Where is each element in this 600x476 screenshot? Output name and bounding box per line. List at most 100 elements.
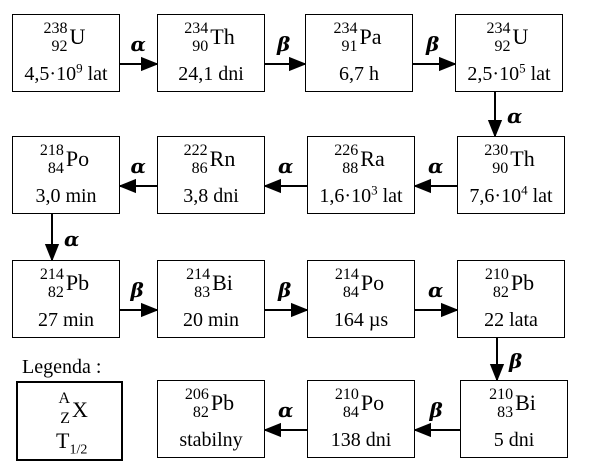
nuclide-notation: 210 82 Pb [458, 267, 564, 303]
legend-title: Legenda : [22, 356, 102, 378]
half-life: stabilny [158, 429, 264, 451]
half-life: 1,6·103 lat [308, 182, 414, 207]
half-life: 27 min [13, 309, 119, 331]
mass-number: 226 [334, 142, 359, 159]
mass-number: 222 [183, 142, 208, 159]
half-life: 164 µs [308, 309, 414, 331]
half-life-unit: lat [82, 63, 108, 85]
atomic-number: 88 [342, 160, 359, 177]
mass-number: 210 [484, 266, 509, 283]
nuclide-notation: 222 86 Rn [158, 143, 264, 179]
decay-label-th234-pa234: β [277, 32, 291, 56]
half-life: 24,1 dni [158, 63, 264, 85]
half-life-exponent: 9 [76, 60, 83, 76]
half-life-value: 7,6·10 [469, 185, 522, 207]
nuclide-notation: 234 90 Th [158, 21, 264, 57]
element-symbol: Ra [360, 146, 385, 171]
half-life-value: 164 µs [333, 309, 389, 331]
element-symbol: Pb [210, 390, 235, 415]
decay-label-u238-th234: α [130, 32, 146, 56]
half-life: 6,7 h [306, 63, 412, 85]
half-life-value: 27 min [37, 309, 95, 331]
half-life-exponent: 3 [371, 182, 378, 198]
half-life: 22 lata [458, 309, 564, 331]
atomic-number: 92 [51, 38, 68, 55]
nuclide-notation: 214 82 Pb [13, 267, 119, 303]
half-life-value: 138 dni [330, 429, 392, 451]
atomic-number: 84 [342, 284, 359, 301]
atomic-number: 90 [192, 38, 209, 55]
atomic-number: 86 [191, 160, 208, 177]
half-life-exponent: 5 [519, 60, 526, 76]
nuclide-notation: 214 83 Bi [158, 267, 264, 303]
half-life-value: stabilny [179, 429, 243, 451]
half-life-value: 2,5·10 [467, 63, 520, 85]
nuclide-box-ra226: 226 88 Ra 1,6·103 lat [307, 136, 415, 214]
decay-label-th230-ra226: α [428, 154, 444, 178]
nuclide-box-th234: 234 90 Th 24,1 dni [157, 14, 265, 92]
half-life: 138 dni [308, 429, 414, 451]
mass-number: 210 [334, 386, 359, 403]
nuclide-box-po210: 210 84 Po 138 dni [307, 380, 415, 458]
half-life: 3,8 dni [158, 185, 264, 207]
half-life-value: 1,6·10 [319, 185, 372, 207]
mass-number: 218 [39, 142, 64, 159]
mass-number: 230 [484, 142, 509, 159]
atomic-number: 82 [192, 404, 209, 421]
legend-atomic-symbol: Z [60, 410, 70, 427]
decay-label-pb210-bi210: β [509, 349, 523, 373]
element-symbol: Po [360, 270, 385, 295]
mass-number: 238 [43, 20, 68, 37]
atomic-number: 90 [492, 160, 509, 177]
half-life: 7,6·104 lat [458, 182, 564, 207]
half-life-value: 20 min [182, 309, 240, 331]
element-symbol: Th [210, 24, 235, 49]
decay-label-bi214-po214: β [278, 278, 292, 302]
element-symbol: Rn [209, 146, 236, 171]
half-life: 20 min [158, 309, 264, 331]
half-life-value: 24,1 dni [178, 63, 244, 85]
element-symbol: Bi [212, 270, 233, 295]
nuclide-box-bi210: 210 83 Bi 5 dni [460, 380, 568, 458]
nuclide-box-bi214: 214 83 Bi 20 min [157, 260, 265, 338]
half-life-value: 3,0 min [35, 185, 97, 207]
mass-number: 214 [334, 266, 359, 283]
nuclide-notation: 218 84 Po [13, 143, 119, 179]
element-symbol: Pb [65, 270, 90, 295]
decay-label-ra226-rn222: α [278, 154, 294, 178]
mass-number: 206 [184, 386, 209, 403]
nuclide-box-po214: 214 84 Po 164 µs [307, 260, 415, 338]
nuclide-box-th230: 230 90 Th 7,6·104 lat [457, 136, 565, 214]
nuclide-box-rn222: 222 86 Rn 3,8 dni [157, 136, 265, 214]
half-life-unit: lat [525, 63, 551, 85]
half-life-value: 4,5·10 [24, 63, 77, 85]
nuclide-notation: 238 92 U [13, 21, 119, 57]
element-symbol: Th [510, 146, 535, 171]
element-symbol: U [512, 24, 529, 49]
decay-label-po214-pb210: α [428, 278, 444, 302]
half-life: 3,0 min [13, 185, 119, 207]
legend-element-symbol: X [72, 397, 88, 422]
decay-label-pb214-bi214: β [130, 278, 144, 302]
decay-label-pa234-u234: β [426, 32, 440, 56]
nuclide-notation: 210 83 Bi [461, 387, 567, 423]
nuclide-notation: 234 92 U [456, 21, 562, 57]
half-life: 4,5·109 lat [13, 60, 119, 85]
nuclide-box-pb214: 214 82 Pb 27 min [12, 260, 120, 338]
nuclide-notation: 226 88 Ra [308, 143, 414, 179]
atomic-number: 92 [494, 38, 511, 55]
nuclide-box-po218: 218 84 Po 3,0 min [12, 136, 120, 214]
half-life: 2,5·105 lat [456, 60, 562, 85]
legend-half-life-symbol: T [56, 428, 70, 453]
half-life-exponent: 4 [521, 182, 528, 198]
nuclide-box-pb206: 206 82 Pb stabilny [157, 380, 265, 458]
atomic-number: 91 [341, 38, 358, 55]
nuclide-box-u234: 234 92 U 2,5·105 lat [455, 14, 563, 92]
legend-box: A Z X T1/2 [16, 381, 123, 461]
nuclide-notation: 230 90 Th [458, 143, 564, 179]
legend-half-life-sub: 1/2 [69, 442, 88, 458]
half-life-value: 5 dni [493, 429, 535, 451]
decay-label-u234-th230: α [507, 104, 523, 128]
legend-mass-symbol: A [58, 390, 70, 407]
nuclide-notation: 214 84 Po [308, 267, 414, 303]
